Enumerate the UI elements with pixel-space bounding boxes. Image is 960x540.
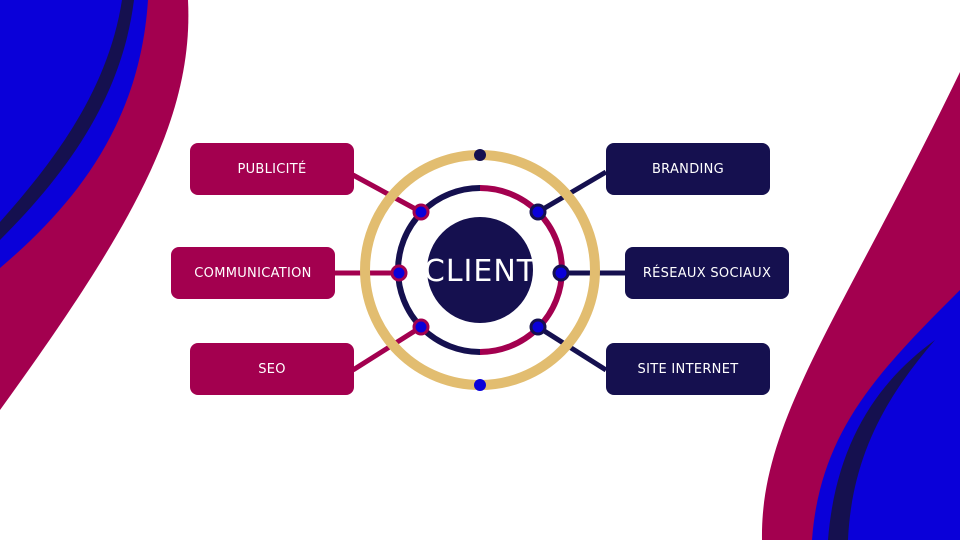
center-label: CLIENT <box>423 218 537 324</box>
node-label: COMMUNICATION <box>194 265 312 281</box>
node-publicite: PUBLICITÉ <box>190 143 354 195</box>
node-label: PUBLICITÉ <box>237 161 307 177</box>
connector-seo <box>351 324 423 373</box>
node-seo: SEO <box>190 343 354 395</box>
dot-site-internet <box>529 318 547 336</box>
top-ring-marker <box>474 149 486 161</box>
connector-dots <box>390 203 570 336</box>
center-label-text: CLIENT <box>423 253 537 289</box>
dot-seo <box>412 318 430 336</box>
dot-reseaux-sociaux <box>552 264 570 282</box>
connectors <box>335 169 625 373</box>
node-label: SITE INTERNET <box>637 361 739 377</box>
connector-publicite <box>351 172 423 215</box>
bottom-ring-marker <box>474 379 486 391</box>
node-site-internet: SITE INTERNET <box>606 343 770 395</box>
node-reseaux-sociaux: RÉSEAUX SOCIAUX <box>625 247 789 299</box>
node-label: RÉSEAUX SOCIAUX <box>642 265 772 281</box>
node-label: BRANDING <box>651 161 725 177</box>
top-left-wave-decoration <box>0 0 189 410</box>
node-branding: BRANDING <box>606 143 770 195</box>
bottom-right-wave-decoration <box>761 72 960 540</box>
center-circle <box>427 217 533 323</box>
dot-communication <box>390 264 408 282</box>
connector-site-internet <box>536 324 608 373</box>
dot-publicite <box>412 203 430 221</box>
node-communication: COMMUNICATION <box>171 247 335 299</box>
connector-branding <box>536 169 608 215</box>
dot-branding <box>529 203 547 221</box>
node-label: SEO <box>258 361 286 377</box>
